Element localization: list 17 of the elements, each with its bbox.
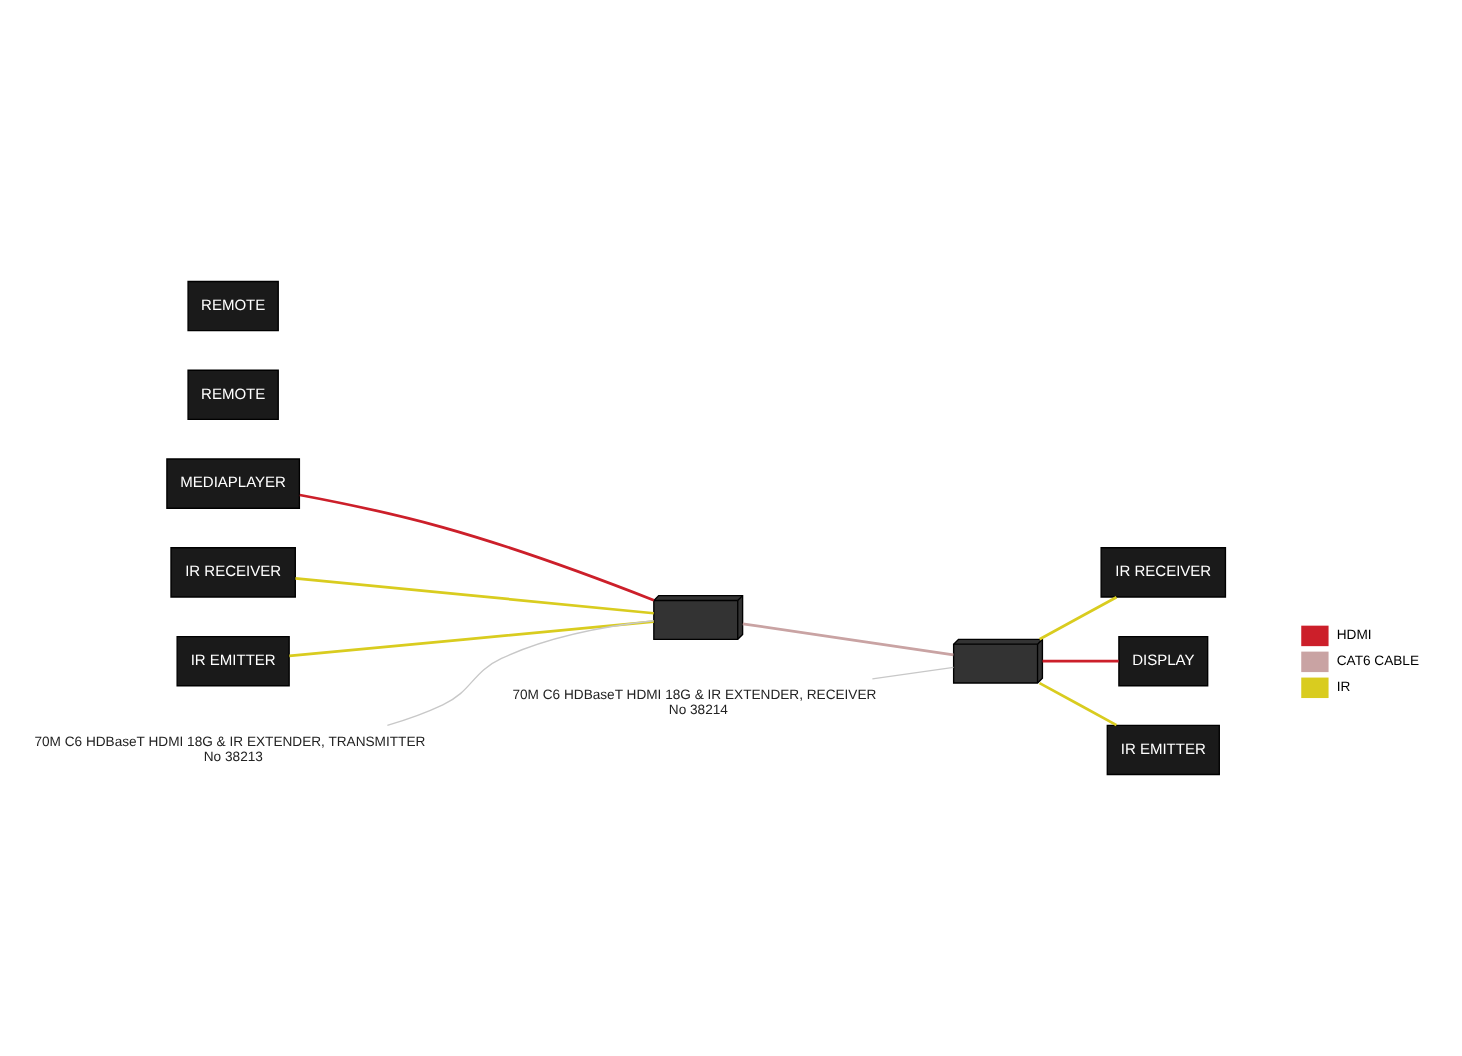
- node-box: DISPLAY: [1118, 635, 1209, 687]
- node-box: IR RECEIVER: [170, 547, 296, 598]
- node-box: REMOTE: [187, 369, 279, 421]
- connector: [1042, 659, 1119, 663]
- connector: [295, 576, 654, 615]
- connector: [289, 620, 654, 658]
- node-box: IR EMITTER: [176, 635, 290, 687]
- node-box: IR EMITTER: [1106, 724, 1220, 776]
- node-box: REMOTE: [187, 280, 279, 332]
- connector: [742, 622, 954, 657]
- connector: [1038, 681, 1118, 727]
- connector: [871, 666, 955, 680]
- node-box: MEDIAPLAYER: [166, 458, 301, 509]
- connector: [386, 620, 655, 727]
- connector: [299, 493, 655, 602]
- node-box: IR RECEIVER: [1100, 547, 1227, 598]
- connector: [1038, 596, 1118, 641]
